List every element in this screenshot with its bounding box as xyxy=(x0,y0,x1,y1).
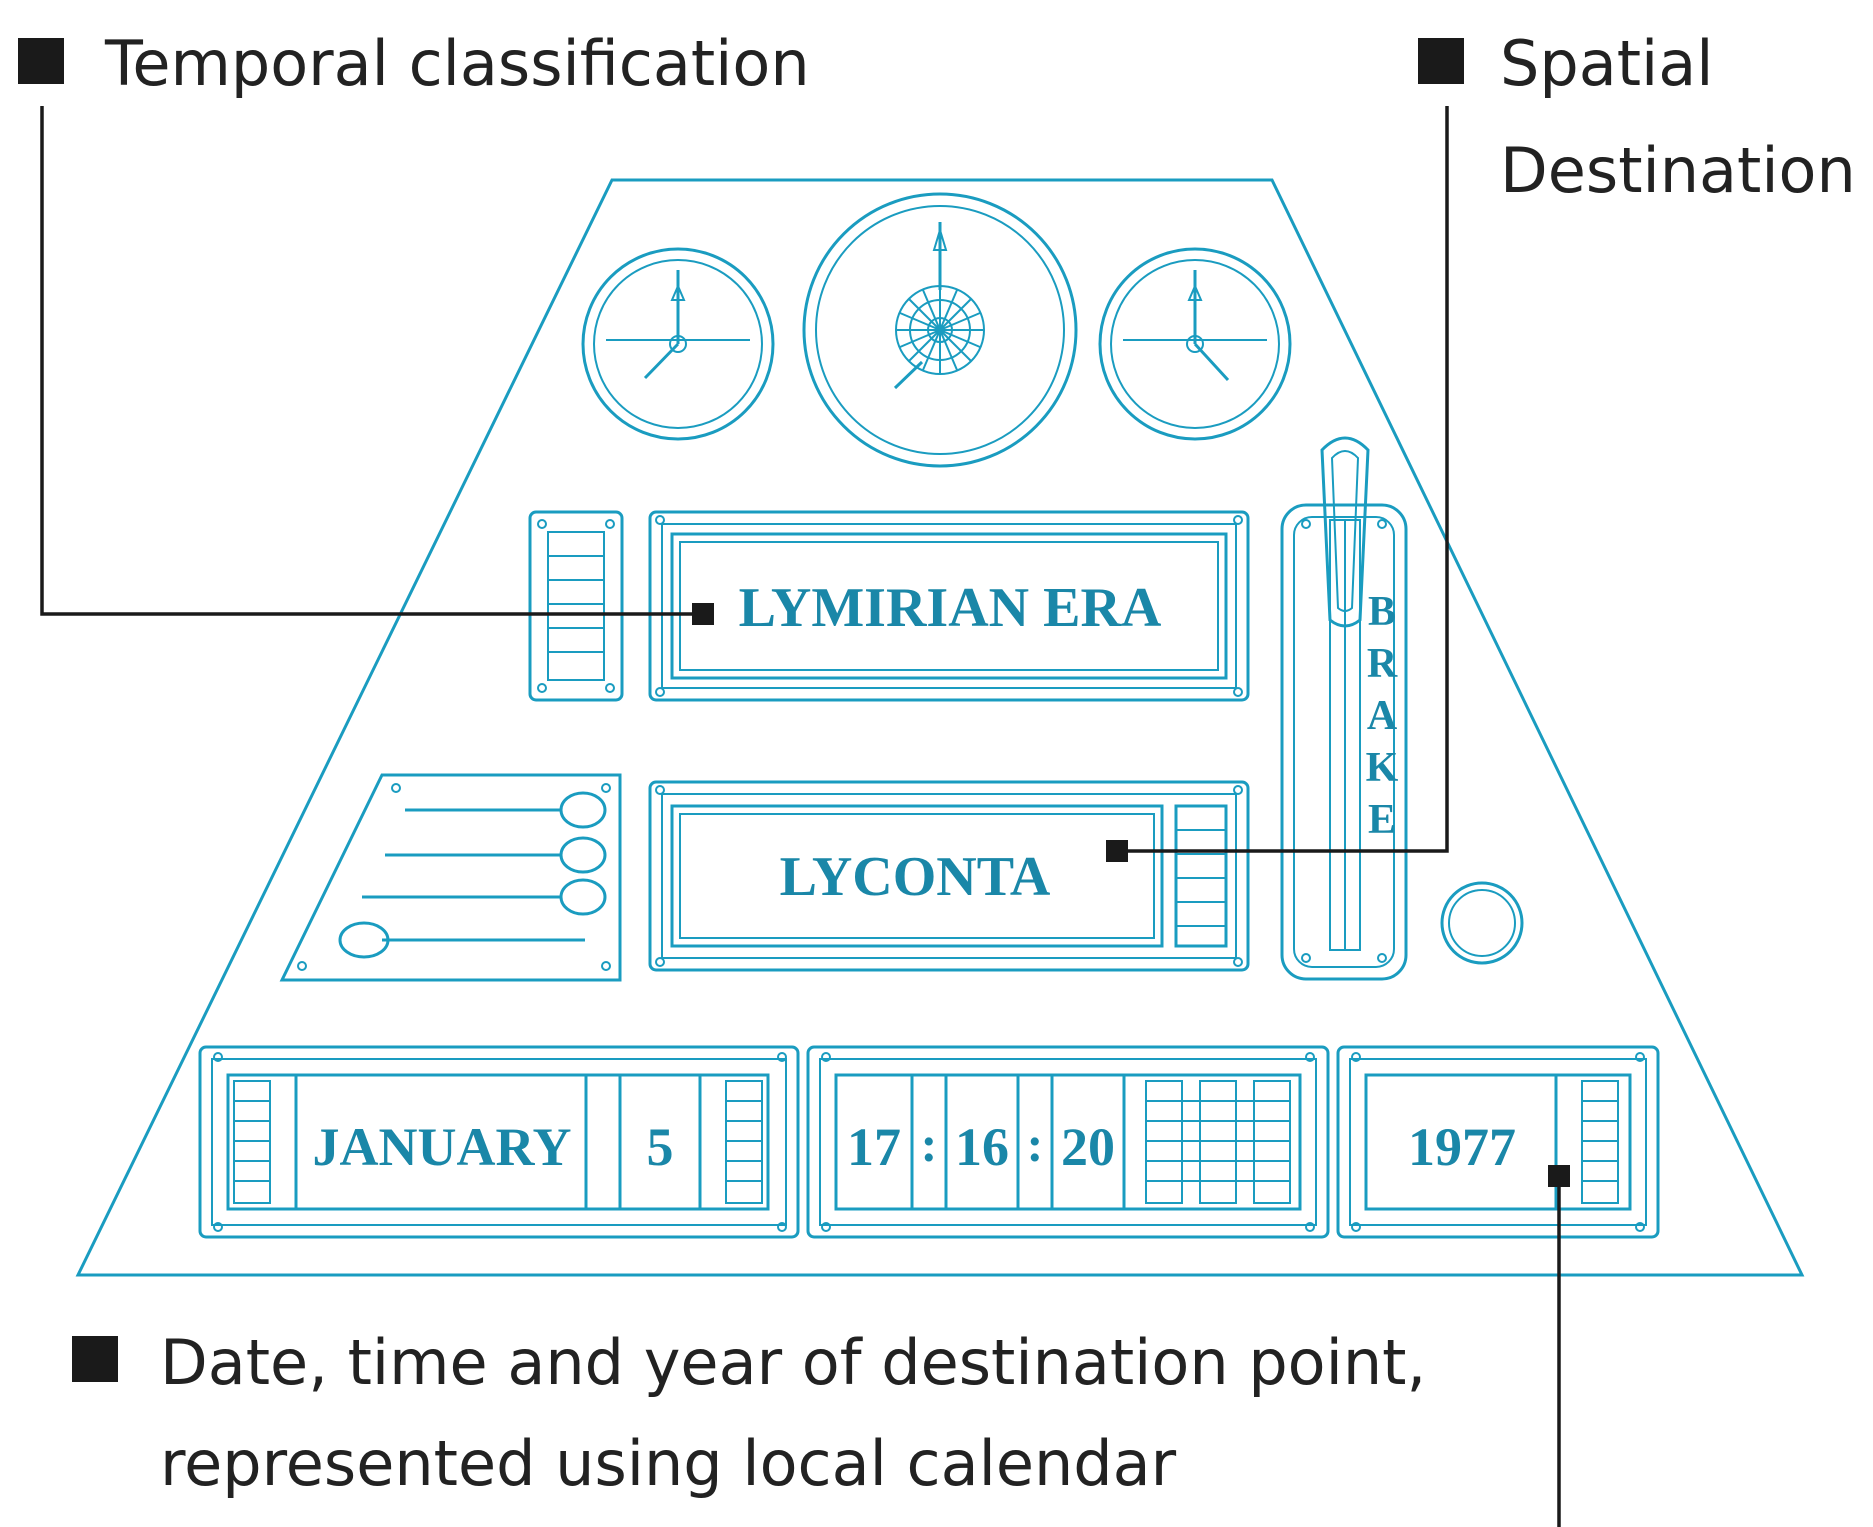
spatial-label-line2: Destination xyxy=(1500,134,1856,207)
hour-text: 17 xyxy=(847,1117,901,1177)
day-text: 5 xyxy=(647,1117,674,1177)
year-display: 1977 xyxy=(1336,1045,1660,1239)
date-bullet-square xyxy=(72,1336,118,1382)
brake-letter-r: R xyxy=(1367,641,1398,687)
temporal-classification-label: Temporal classification xyxy=(104,27,810,100)
center-gauge xyxy=(802,192,1078,468)
date-label-line1: Date, time and year of destination point… xyxy=(160,1326,1426,1399)
round-button[interactable] xyxy=(1440,881,1524,965)
colon-2: : xyxy=(1027,1116,1044,1172)
slider-3[interactable] xyxy=(362,878,607,916)
month-text: JANUARY xyxy=(312,1117,571,1177)
era-display-text: LYMIRIAN ERA xyxy=(739,577,1162,639)
minute-text: 16 xyxy=(955,1117,1009,1177)
colon-1: : xyxy=(921,1116,938,1172)
spatial-label-line1: Spatial xyxy=(1500,27,1713,100)
right-gauge xyxy=(1098,247,1292,441)
spatial-bullet-square xyxy=(1418,38,1464,84)
brake-letter-b: B xyxy=(1368,589,1396,635)
place-display-text: LYCONTA xyxy=(780,846,1051,908)
era-display-panel: LYMIRIAN ERA xyxy=(648,510,1250,702)
brake-letter-k: K xyxy=(1366,745,1399,791)
date-label-line2: represented using local calendar xyxy=(160,1427,1177,1500)
date-time-year-callout: Date, time and year of destination point… xyxy=(72,1326,1426,1500)
left-gauge xyxy=(581,247,775,441)
slider-1[interactable] xyxy=(405,791,607,829)
temporal-leader-line xyxy=(40,106,714,625)
temporal-classification-callout: Temporal classification xyxy=(18,27,810,100)
brake-letter-e: E xyxy=(1368,797,1396,843)
place-display-panel: LYCONTA xyxy=(648,780,1250,972)
era-side-roller xyxy=(528,510,624,702)
slider-control-panel[interactable] xyxy=(279,773,622,982)
month-day-display: JANUARY 5 xyxy=(198,1045,800,1239)
spatial-destination-callout: Spatial Destination xyxy=(1418,27,1856,207)
second-text: 20 xyxy=(1061,1117,1115,1177)
brake-letter-a: A xyxy=(1367,693,1398,739)
console-outline xyxy=(75,178,1805,1277)
year-text: 1977 xyxy=(1408,1117,1516,1177)
time-display: 17 : 16 : 20 xyxy=(806,1045,1330,1239)
slider-4[interactable] xyxy=(338,921,585,959)
year-leader-line xyxy=(1548,1165,1570,1527)
spatial-leader-line xyxy=(1106,106,1449,862)
brake-lever[interactable]: B R A K E xyxy=(1280,436,1408,981)
temporal-bullet-square xyxy=(18,38,64,84)
slider-2[interactable] xyxy=(385,836,607,874)
